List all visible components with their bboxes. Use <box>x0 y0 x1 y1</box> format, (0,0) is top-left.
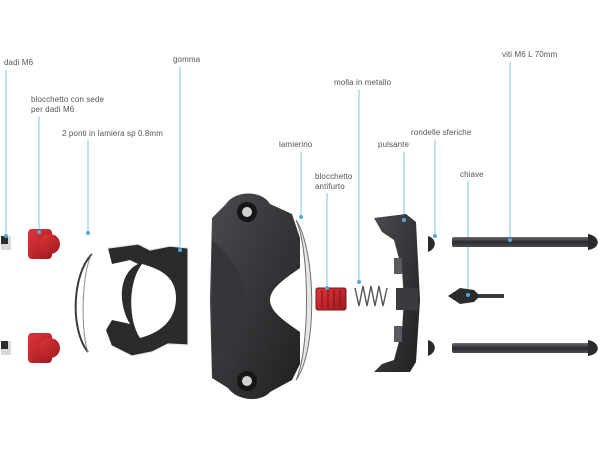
viti-m6-part <box>452 234 598 356</box>
label-pulsante: pulsante <box>378 140 410 149</box>
gomma-outline <box>107 243 189 357</box>
chiave-part <box>448 288 504 304</box>
blocchetto-antifurto-part <box>315 287 347 311</box>
label-blocchetto-antifurto-line1: blocchetto <box>315 172 353 181</box>
blocchetto-sede-part <box>28 229 60 363</box>
label-blocchetto-sede-line2: per dadi M6 <box>31 105 75 114</box>
leader-dots <box>4 215 512 297</box>
label-viti: viti M6 L 70mm <box>502 50 558 59</box>
label-lamierino: lamierino <box>279 140 313 149</box>
label-blocchetto-sede-line1: blocchetto con sede <box>31 95 105 104</box>
label-dadi-m6: dadi M6 <box>4 58 34 67</box>
label-gomma: gomma <box>173 55 201 64</box>
label-ponti-lamiera: 2 ponti in lamiera sp 0.8mm <box>62 129 163 138</box>
label-rondelle-sferiche: rondelle sferiche <box>411 128 472 137</box>
lamierino-part <box>295 219 313 381</box>
clamp-body-part <box>210 193 300 400</box>
dadi-m6-part <box>1 236 11 355</box>
ponti-lamiera-part <box>74 253 93 353</box>
rondelle-sferiche-part <box>428 236 435 356</box>
label-chiave: chiave <box>460 170 484 179</box>
label-molla-metallo: molla in metallo <box>334 78 392 87</box>
label-blocchetto-antifurto-line2: antifurto <box>315 182 345 191</box>
pulsante-part <box>374 214 420 372</box>
molla-part <box>354 285 388 307</box>
gomma-part <box>106 244 188 356</box>
